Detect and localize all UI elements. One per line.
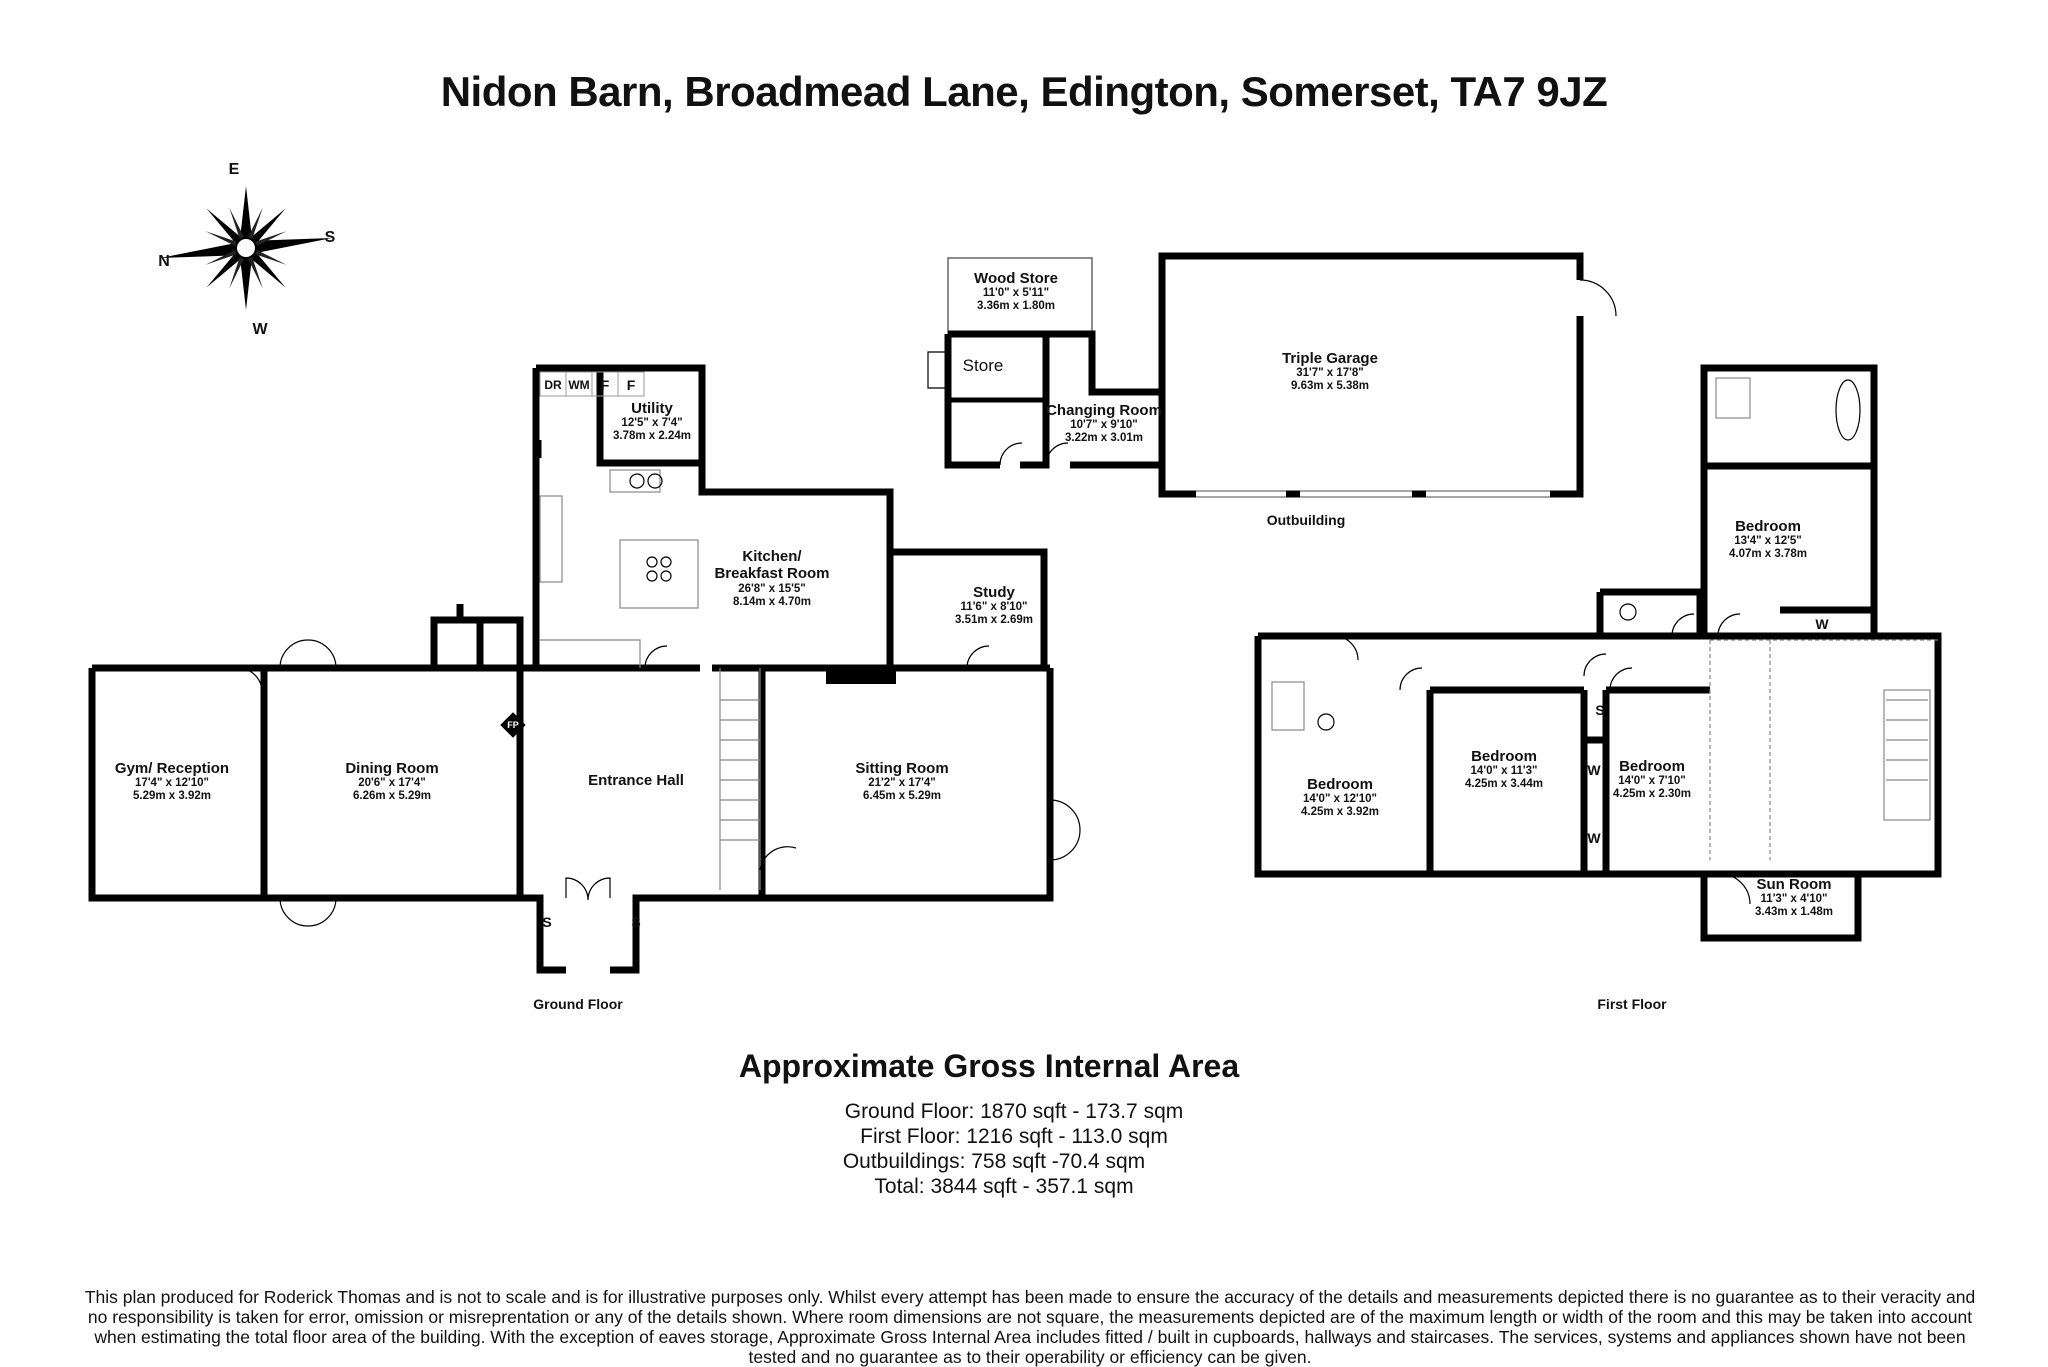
room-sun-room: Sun Room 11'3" x 4'10" 3.43m x 1.48m <box>1755 876 1833 920</box>
room-imperial: 20'6" x 17'4" <box>358 777 426 790</box>
room-name: Store <box>962 356 1004 375</box>
room-imperial: 14'0" x 7'10" <box>1618 775 1686 788</box>
room-metric: 4.25m x 3.92m <box>1300 806 1380 819</box>
room-metric: 3.22m x 3.01m <box>1064 432 1144 445</box>
room-name: Gym/ Reception <box>114 760 230 777</box>
room-dining-room: Dining Room 20'6" x 17'4" 6.26m x 5.29m <box>345 760 438 804</box>
compass-east-label: E <box>228 161 240 178</box>
room-name: Study <box>973 584 1015 601</box>
room-metric: 3.51m x 2.69m <box>954 614 1034 627</box>
room-imperial: 14'0" x 11'3" <box>1470 765 1538 778</box>
room-bedroom-3: Bedroom 14'0" x 7'10" 4.25m x 2.30m <box>1613 758 1691 802</box>
floor-label-ground: Ground Floor <box>533 996 623 1012</box>
disclaimer-text: This plan produced for Roderick Thomas a… <box>84 1287 1976 1367</box>
floor-label-first: First Floor <box>1597 996 1667 1012</box>
room-metric: 6.26m x 5.29m <box>352 790 432 803</box>
storage-label-1: S <box>542 914 552 930</box>
room-name: Bedroom <box>1619 758 1685 775</box>
area-heading: Approximate Gross Internal Area <box>738 1048 1240 1084</box>
storage-label-2: S <box>631 914 641 930</box>
room-imperial: 26'8" x 15'5" <box>738 582 806 595</box>
room-name: Wood Store <box>974 270 1058 287</box>
room-bedroom-1: Bedroom 14'0" x 12'10" 4.25m x 3.92m <box>1301 776 1379 820</box>
room-metric: 3.78m x 2.24m <box>612 430 692 443</box>
area-summary: Approximate Gross Internal Area Ground F… <box>0 1048 2048 1199</box>
room-metric: 6.45m x 5.29m <box>862 790 942 803</box>
compass-south-label: S <box>324 229 336 246</box>
compass-rose-icon <box>160 186 332 310</box>
wardrobe-label-3: W <box>1815 616 1829 632</box>
room-bedroom-main: Bedroom 13'4" x 12'5" 4.07m x 3.78m <box>1729 518 1807 562</box>
room-imperial: 14'0" x 12'10" <box>1303 793 1377 806</box>
room-metric: 9.63m x 5.38m <box>1290 380 1369 393</box>
room-name: Entrance Hall <box>588 772 684 789</box>
room-metric: 3.36m x 1.80m <box>976 300 1056 313</box>
room-name: Changing Room <box>1046 402 1162 419</box>
storage-label-3: S <box>1595 702 1605 718</box>
room-gym-reception: Gym/ Reception 17'4" x 12'10" 5.29m x 3.… <box>115 760 229 804</box>
room-name: Dining Room <box>345 760 439 777</box>
room-metric: 4.25m x 2.30m <box>1612 788 1692 801</box>
room-kitchen: Kitchen/ Breakfast Room 26'8" x 15'5" 8.… <box>714 548 829 609</box>
room-imperial: 10'7" x 9'10" <box>1070 419 1138 432</box>
room-metric: 4.25m x 3.44m <box>1464 778 1544 791</box>
room-wood-store: Wood Store 11'0" x 5'11" 3.36m x 1.80m <box>974 270 1058 314</box>
area-ground-floor: Ground Floor: 1870 sqft - 173.7 sqm <box>844 1100 1184 1123</box>
room-study: Study 11'6" x 8'10" 3.51m x 2.69m <box>955 584 1033 628</box>
room-changing-room: Changing Room 10'7" x 9'10" 3.22m x 3.01… <box>1046 402 1162 446</box>
room-sitting-room: Sitting Room 21'2" x 17'4" 6.45m x 5.29m <box>855 760 948 804</box>
floor-label-outbuilding: Outbuilding <box>1266 512 1346 528</box>
room-imperial: 31'7" x 17'8" <box>1296 367 1364 380</box>
room-name: Bedroom <box>1307 776 1373 793</box>
compass-north-label: N <box>158 253 170 270</box>
room-imperial: 21'2" x 17'4" <box>868 777 936 790</box>
fridge-label-1: F <box>600 377 610 393</box>
room-name-line2: Breakfast Room <box>714 565 830 583</box>
fridge-label-2: F <box>626 377 636 393</box>
room-metric: 4.07m x 3.78m <box>1728 548 1808 561</box>
room-imperial: 11'0" x 5'11" <box>982 287 1050 300</box>
room-imperial: 13'4" x 12'5" <box>1734 535 1802 548</box>
room-imperial: 17'4" x 12'10" <box>135 777 209 790</box>
wardrobe-label-2: W <box>1587 830 1601 846</box>
room-metric: 5.29m x 3.92m <box>132 790 212 803</box>
compass-west-label: W <box>252 321 268 338</box>
room-name: Sun Room <box>1756 876 1832 893</box>
room-name: Triple Garage <box>1282 350 1378 367</box>
room-imperial: 12'5" x 7'4" <box>621 417 683 430</box>
room-metric: 3.43m x 1.48m <box>1754 906 1834 919</box>
wardrobe-label-1: W <box>1587 762 1601 778</box>
room-utility: Utility 12'5" x 7'4" 3.78m x 2.24m <box>613 400 691 444</box>
room-name: Bedroom <box>1471 748 1537 765</box>
room-triple-garage: Triple Garage 31'7" x 17'8" 9.63m x 5.38… <box>1282 350 1378 394</box>
room-name: Utility <box>631 400 673 417</box>
fireplace-label: FP <box>507 720 519 730</box>
room-store: Store <box>963 356 1004 376</box>
area-first-floor: First Floor: 1216 sqft - 113.0 sqm <box>860 1125 1168 1148</box>
room-bedroom-2: Bedroom 14'0" x 11'3" 4.25m x 3.44m <box>1465 748 1543 792</box>
room-name: Sitting Room <box>855 760 949 777</box>
area-total: Total: 3844 sqft - 357.1 sqm <box>874 1175 1134 1198</box>
room-entrance-hall: Entrance Hall <box>588 772 684 789</box>
area-outbuildings: Outbuildings: 758 sqft -70.4 sqm <box>842 1150 1146 1173</box>
room-name: Kitchen/ <box>742 548 802 565</box>
room-name: Bedroom <box>1735 518 1801 535</box>
page-title: Nidon Barn, Broadmead Lane, Edington, So… <box>440 68 1608 115</box>
room-imperial: 11'3" x 4'10" <box>1760 893 1828 906</box>
room-metric: 8.14m x 4.70m <box>732 595 812 608</box>
dryer-label: DR <box>544 378 562 392</box>
room-imperial: 11'6" x 8'10" <box>960 601 1028 614</box>
washing-machine-label: WM <box>568 378 590 392</box>
